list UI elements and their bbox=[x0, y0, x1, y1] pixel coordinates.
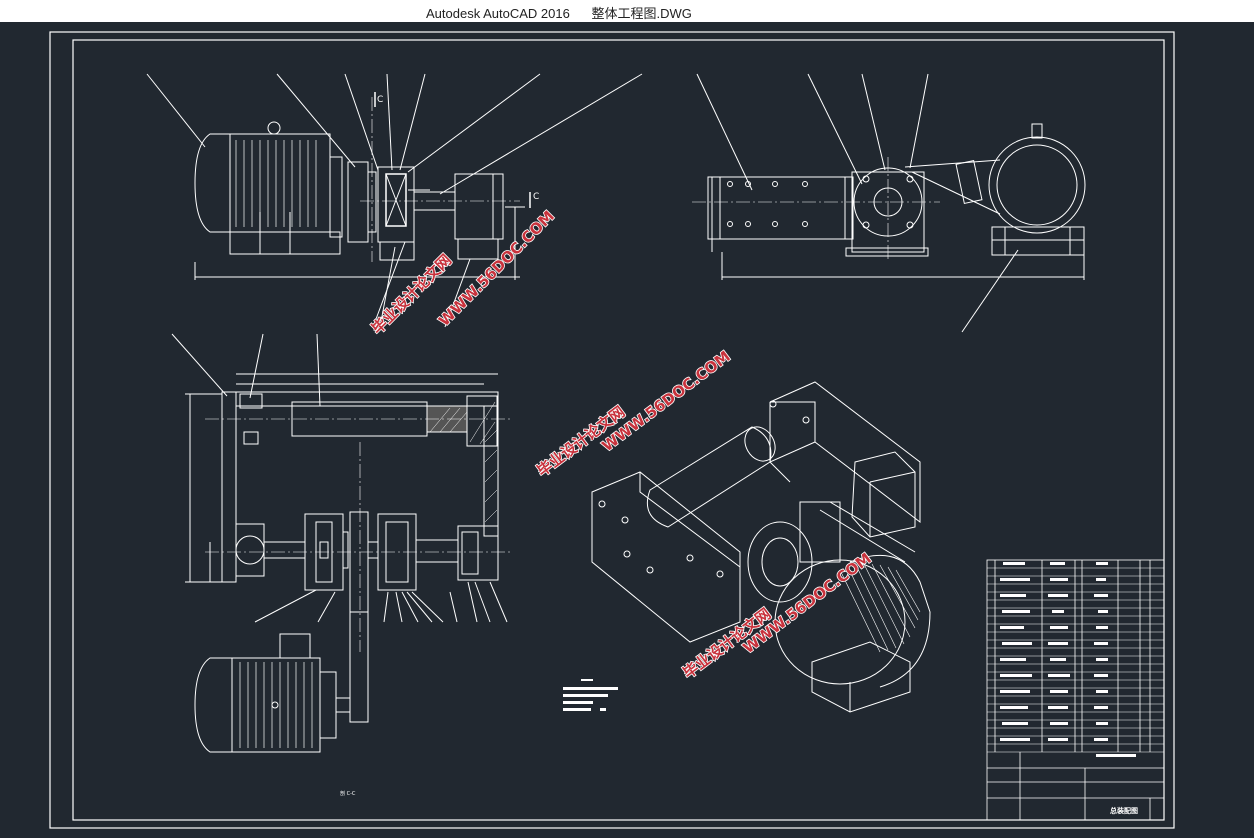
outer-border bbox=[49, 31, 1175, 829]
inner-border bbox=[72, 39, 1165, 821]
watermark-url-2: WWW.56DOC.COM bbox=[599, 347, 734, 455]
file-name: 整体工程图.DWG bbox=[591, 6, 692, 21]
app-name: Autodesk AutoCAD 2016 bbox=[426, 6, 570, 21]
isometric-view bbox=[591, 381, 931, 713]
drawing-canvas[interactable]: C C 剖 C-C 总装配图 毕业设计论文网 WWW.56DOC.COM 毕业设… bbox=[0, 22, 1254, 838]
front-view bbox=[146, 73, 643, 328]
cad-drawing-svg[interactable]: C C 剖 C-C 总装配图 毕业设计论文网 WWW.56DOC.COM 毕业设… bbox=[0, 22, 1254, 838]
section-view-label: 剖 C-C bbox=[340, 790, 356, 797]
section-mark-c-top: C bbox=[377, 95, 383, 105]
title-bar: Autodesk AutoCAD 2016 整体工程图.DWG bbox=[0, 0, 1254, 22]
motor-view bbox=[194, 633, 350, 753]
parts-list bbox=[986, 559, 1165, 821]
watermark-url-3: WWW.56DOC.COM bbox=[740, 549, 875, 657]
window-title: Autodesk AutoCAD 2016 整体工程图.DWG bbox=[426, 3, 692, 22]
notes-block bbox=[563, 679, 618, 711]
section-mark-c-right: C bbox=[533, 192, 539, 202]
section-view bbox=[171, 333, 512, 723]
side-view bbox=[692, 73, 1086, 333]
title-block-name: 总装配图 bbox=[1110, 806, 1138, 815]
watermark-url-1: WWW.56DOC.COM bbox=[435, 207, 558, 330]
